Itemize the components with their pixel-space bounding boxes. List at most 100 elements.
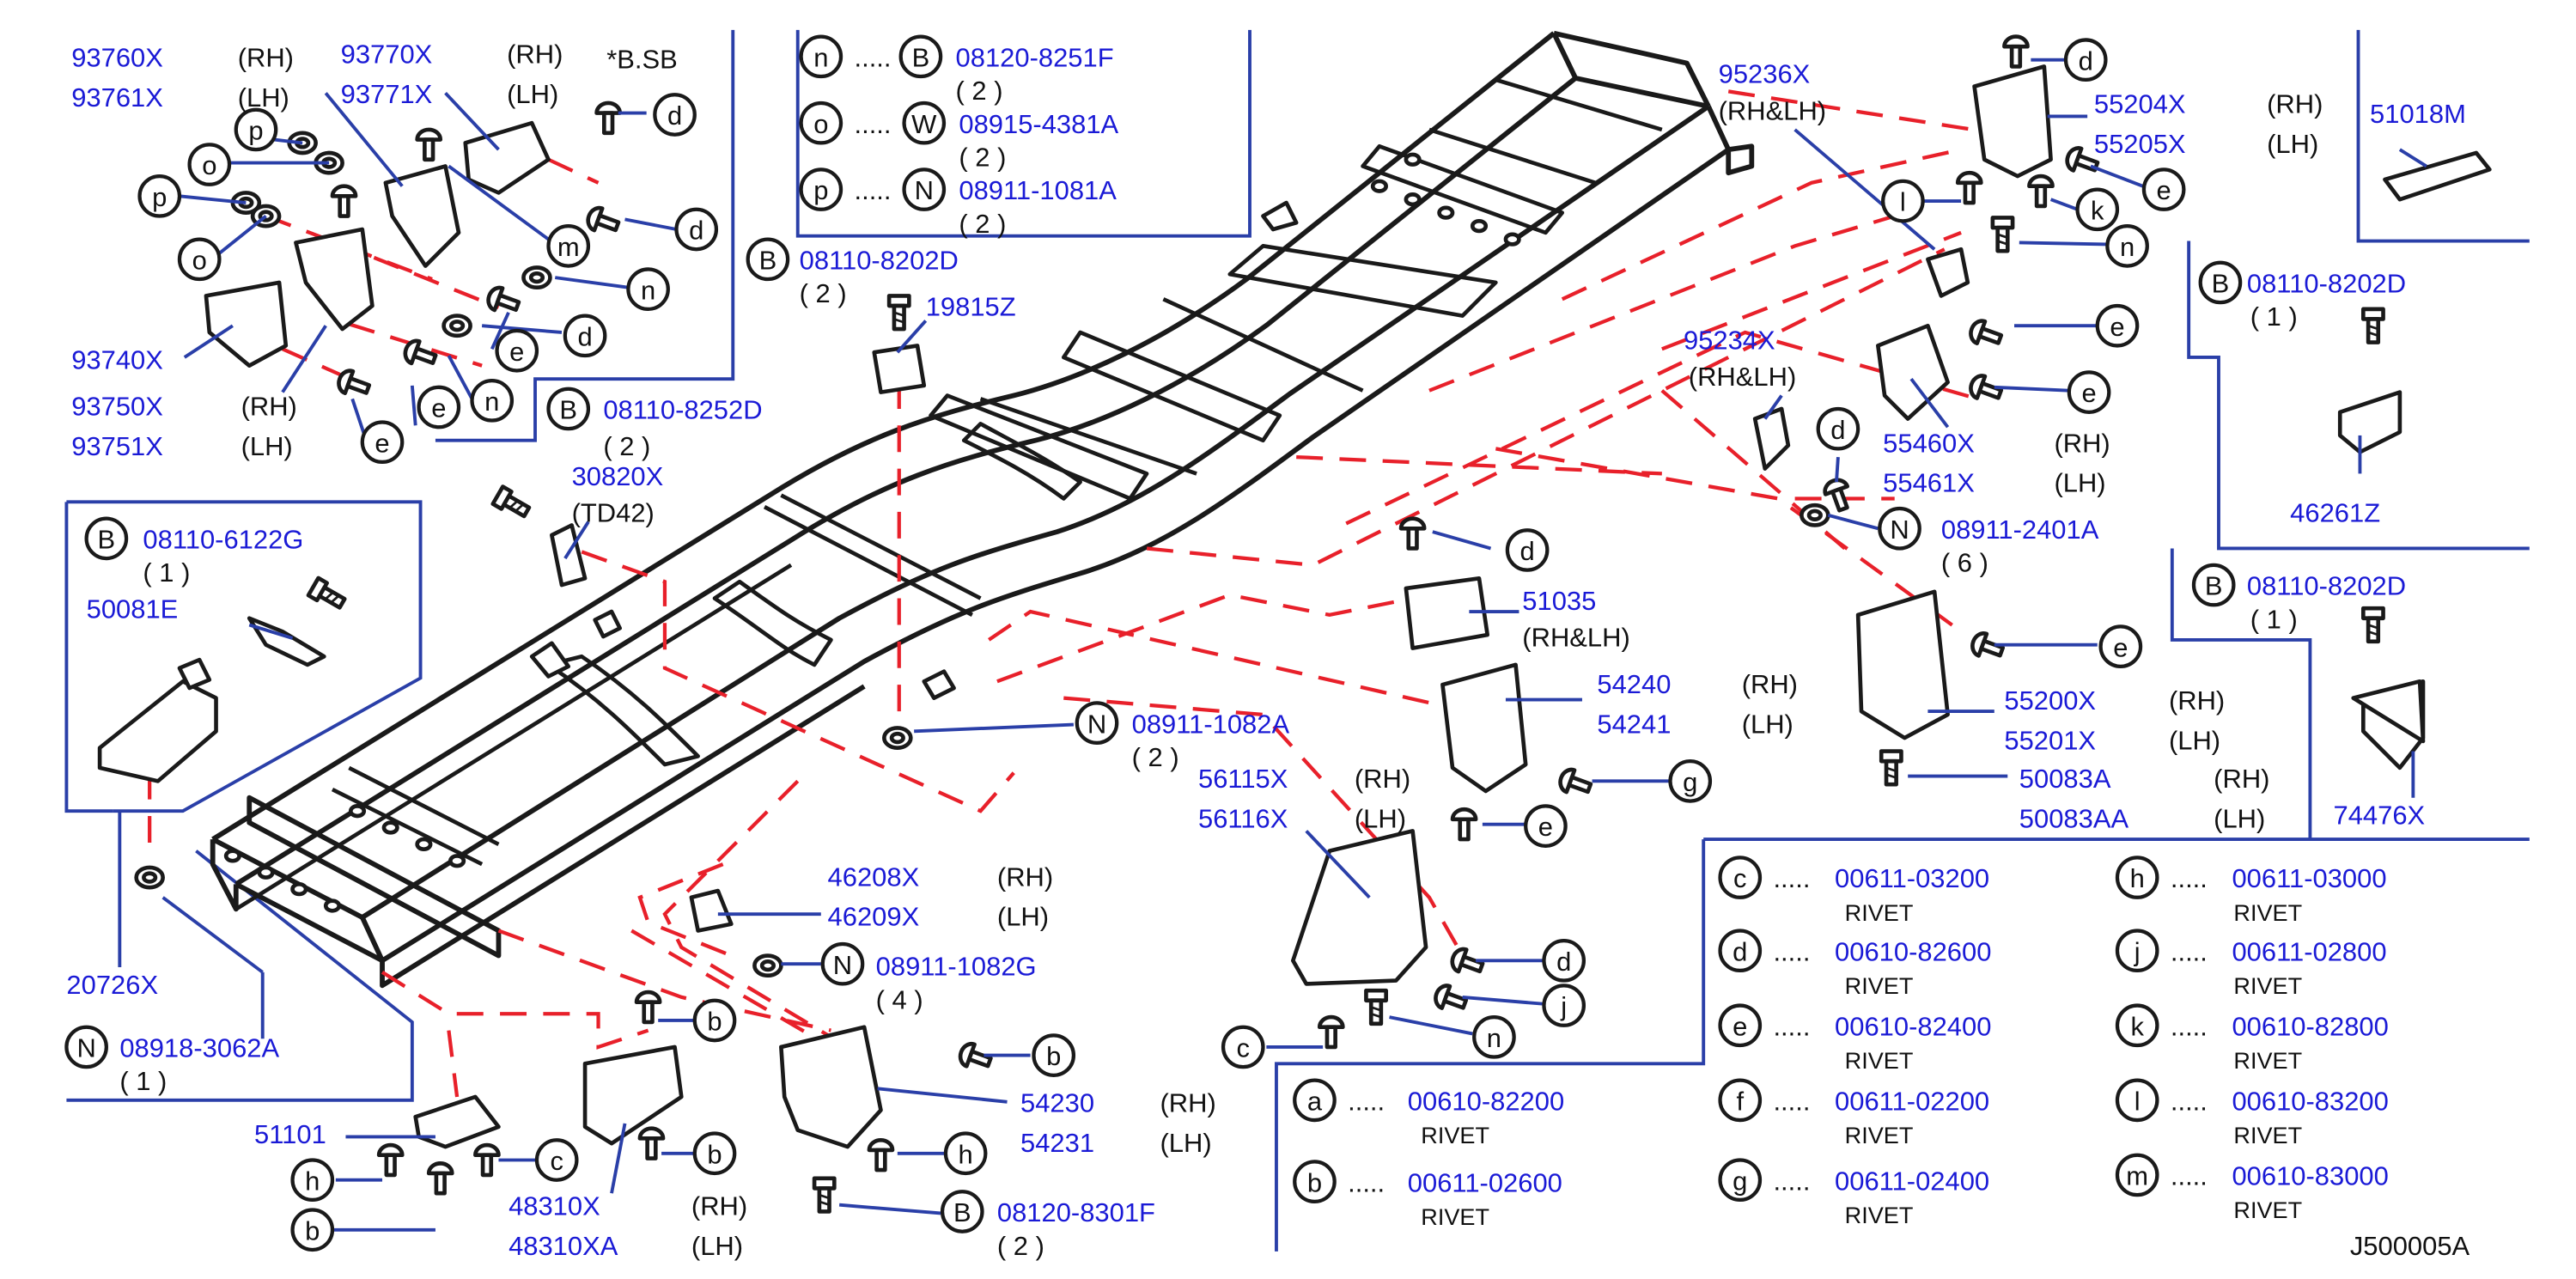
svg-text:( 2 ): ( 2 ) xyxy=(800,278,847,308)
svg-text:00610-82600: 00610-82600 xyxy=(1835,936,1991,966)
label-51101: 51101 xyxy=(254,1119,326,1149)
circle-N-2: N xyxy=(902,167,947,211)
svg-text:e: e xyxy=(1733,1011,1747,1041)
circle-o-3: o xyxy=(799,100,843,145)
svg-text:d: d xyxy=(1520,536,1535,566)
circle-N-5: N xyxy=(820,941,865,986)
label-48310X: 48310X xyxy=(509,1191,600,1221)
svg-text:b: b xyxy=(707,1007,722,1037)
label-46261Z: 46261Z xyxy=(2290,498,2380,528)
label-95234X: 95234X xyxy=(1684,325,1775,355)
svg-text:RIVET: RIVET xyxy=(2233,972,2302,999)
circle-o-2: o xyxy=(177,237,222,282)
circle-d-3: d xyxy=(563,314,607,358)
svg-text:d: d xyxy=(689,216,703,246)
svg-text:e: e xyxy=(2110,312,2124,342)
svg-text:RIVET: RIVET xyxy=(2233,1047,2302,1074)
svg-text:RIVET: RIVET xyxy=(1845,1202,1914,1228)
svg-text:e: e xyxy=(431,393,446,423)
svg-text:h: h xyxy=(2130,863,2145,893)
svg-text:e: e xyxy=(509,337,524,367)
svg-text:.....: ..... xyxy=(1773,863,1810,893)
label-56116X: 56116X xyxy=(1198,804,1288,834)
circle-e-6: e xyxy=(2067,370,2111,414)
label-08120-8251F: 08120-8251F xyxy=(956,42,1114,72)
label-55460X: 55460X xyxy=(1883,428,1975,458)
circle-b-2: b xyxy=(692,998,737,1043)
svg-text:00610-83000: 00610-83000 xyxy=(2232,1161,2388,1191)
svg-text:00611-03000: 00611-03000 xyxy=(2232,863,2386,893)
label-08110-8202D-1: 08110-8202D xyxy=(800,245,959,275)
svg-text:.....: ..... xyxy=(1773,936,1810,966)
svg-text:(RH&LH): (RH&LH) xyxy=(1689,362,1796,392)
svg-text:e: e xyxy=(2157,175,2171,205)
svg-text:00611-02400: 00611-02400 xyxy=(1835,1166,1989,1196)
svg-text:N: N xyxy=(833,950,852,980)
svg-text:(LH): (LH) xyxy=(1355,804,1406,834)
svg-text:N: N xyxy=(1890,515,1909,545)
svg-text:.....: ..... xyxy=(1773,1086,1810,1116)
circle-b-3: b xyxy=(692,1131,737,1176)
svg-text:e: e xyxy=(2081,378,2096,408)
label-93751X: 93751X xyxy=(71,431,163,461)
svg-text:n: n xyxy=(641,275,655,305)
svg-text:B: B xyxy=(2205,571,2223,601)
svg-text:(LH): (LH) xyxy=(997,902,1049,932)
svg-text:(RH): (RH) xyxy=(1355,764,1410,794)
svg-text:(LH): (LH) xyxy=(238,82,289,113)
svg-text:p: p xyxy=(248,116,263,146)
svg-text:( 6 ): ( 6 ) xyxy=(1941,548,1988,578)
svg-text:.....: ..... xyxy=(1773,1011,1810,1041)
svg-text:o: o xyxy=(202,150,216,180)
circle-p-2: p xyxy=(137,174,182,218)
circle-d-6: d xyxy=(1505,528,1550,572)
svg-text:(RH): (RH) xyxy=(997,862,1053,892)
circle-m-1: m xyxy=(546,224,591,268)
circle-e-4: e xyxy=(2141,167,2186,211)
svg-text:c: c xyxy=(550,1146,563,1176)
label-46208X: 46208X xyxy=(828,862,920,892)
svg-text:(RH): (RH) xyxy=(2214,764,2269,794)
label-54240: 54240 xyxy=(1597,669,1671,699)
svg-text:00611-02200: 00611-02200 xyxy=(1835,1086,1989,1116)
label-08918-3062A: 08918-3062A xyxy=(119,1033,279,1063)
circle-B-1: B xyxy=(746,237,790,282)
svg-text:h: h xyxy=(959,1139,973,1169)
alignment-lines xyxy=(148,89,2013,1098)
svg-text:l: l xyxy=(2134,1086,2141,1116)
svg-text:00610-83200: 00610-83200 xyxy=(2232,1086,2388,1116)
label-55201X: 55201X xyxy=(2004,726,2096,756)
label-54241: 54241 xyxy=(1597,709,1671,739)
circle-d-2: d xyxy=(674,207,719,252)
label-08110-8202D-3: 08110-8202D xyxy=(2247,571,2406,601)
svg-text:RIVET: RIVET xyxy=(1845,1122,1914,1148)
circle-o-1: o xyxy=(187,143,232,186)
svg-text:(RH): (RH) xyxy=(241,392,297,422)
svg-text:( 2 ): ( 2 ) xyxy=(959,209,1006,239)
circle-b-1: b xyxy=(1032,1033,1076,1077)
label-51018M: 51018M xyxy=(2370,99,2466,129)
svg-text:( 2 ): ( 2 ) xyxy=(997,1231,1044,1261)
svg-text:B: B xyxy=(559,395,577,425)
svg-text:d: d xyxy=(1830,415,1845,445)
svg-text:.....: ..... xyxy=(1348,1086,1385,1116)
svg-text:( 1 ): ( 1 ) xyxy=(143,557,190,588)
svg-text:d: d xyxy=(2079,46,2093,76)
svg-text:m: m xyxy=(557,232,580,262)
label-08110-8202D-2: 08110-8202D xyxy=(2247,269,2406,299)
label-48310XA: 48310XA xyxy=(509,1231,618,1261)
circle-d-7: d xyxy=(1542,938,1586,983)
svg-text:(RH): (RH) xyxy=(238,42,294,72)
label-55200X: 55200X xyxy=(2004,685,2096,716)
svg-text:e: e xyxy=(1538,812,1553,842)
svg-text:b: b xyxy=(707,1139,722,1169)
svg-text:(LH): (LH) xyxy=(2267,129,2318,159)
svg-text:00611-02800: 00611-02800 xyxy=(2232,936,2386,966)
label-93760X: 93760X xyxy=(71,42,163,72)
svg-text:(LH): (LH) xyxy=(241,431,293,461)
label-08110-8252D: 08110-8252D xyxy=(603,395,762,425)
svg-text:RIVET: RIVET xyxy=(1845,899,1914,926)
